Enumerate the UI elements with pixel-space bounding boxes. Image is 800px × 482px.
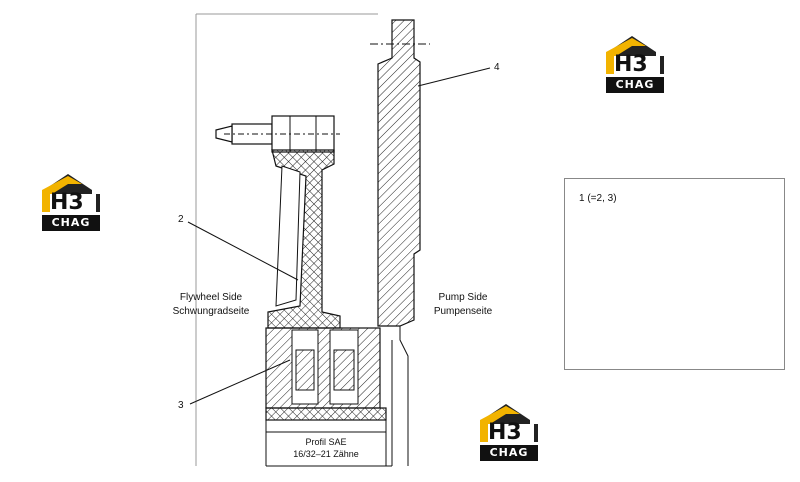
flywheel-side-en: Flywheel Side <box>179 292 243 303</box>
leader-line-4 <box>417 67 491 87</box>
logo-mark: H3 <box>50 190 84 215</box>
profile-line-2: 16/32–21 Zähne <box>293 449 359 459</box>
leader-line-3 <box>189 359 291 405</box>
logo-word: CHAG <box>42 215 100 231</box>
logo-word: CHAG <box>606 77 664 93</box>
logo-mark: H3 <box>614 52 648 77</box>
logo-word: CHAG <box>480 445 538 461</box>
coupling-hub <box>265 327 392 467</box>
callout-3: 3 <box>178 400 184 411</box>
leader-line-2 <box>187 221 299 281</box>
flywheel-bolt <box>215 115 340 153</box>
callout-4: 4 <box>494 62 500 73</box>
coupling-element <box>267 149 341 329</box>
house-icon <box>606 36 664 76</box>
logo-mark: H3 <box>488 420 522 445</box>
brand-logo: H3 CHAG <box>476 402 542 462</box>
pump-side-en: Pump Side <box>438 292 488 303</box>
inset-title: 1 (=2, 3) <box>579 193 617 204</box>
spline-profile-label: Profil SAE 16/32–21 Zähne <box>286 436 366 460</box>
brand-logo: H3 CHAG <box>602 34 668 94</box>
house-icon <box>480 404 538 444</box>
house-icon <box>42 174 100 214</box>
inset-panel: 1 (=2, 3) <box>564 178 785 370</box>
flywheel-side-de: Schwungradseite <box>172 306 250 317</box>
pump-plate <box>370 19 430 466</box>
profile-line-1: Profil SAE <box>305 437 347 447</box>
pump-side-label: Pump Side Pumpenseite <box>428 292 498 318</box>
flywheel-side-label: Flywheel Side Schwungradseite <box>166 292 256 318</box>
callout-2: 2 <box>178 214 184 225</box>
pump-side-de: Pumpenseite <box>433 306 493 317</box>
brand-logo: H3 CHAG <box>38 172 104 232</box>
